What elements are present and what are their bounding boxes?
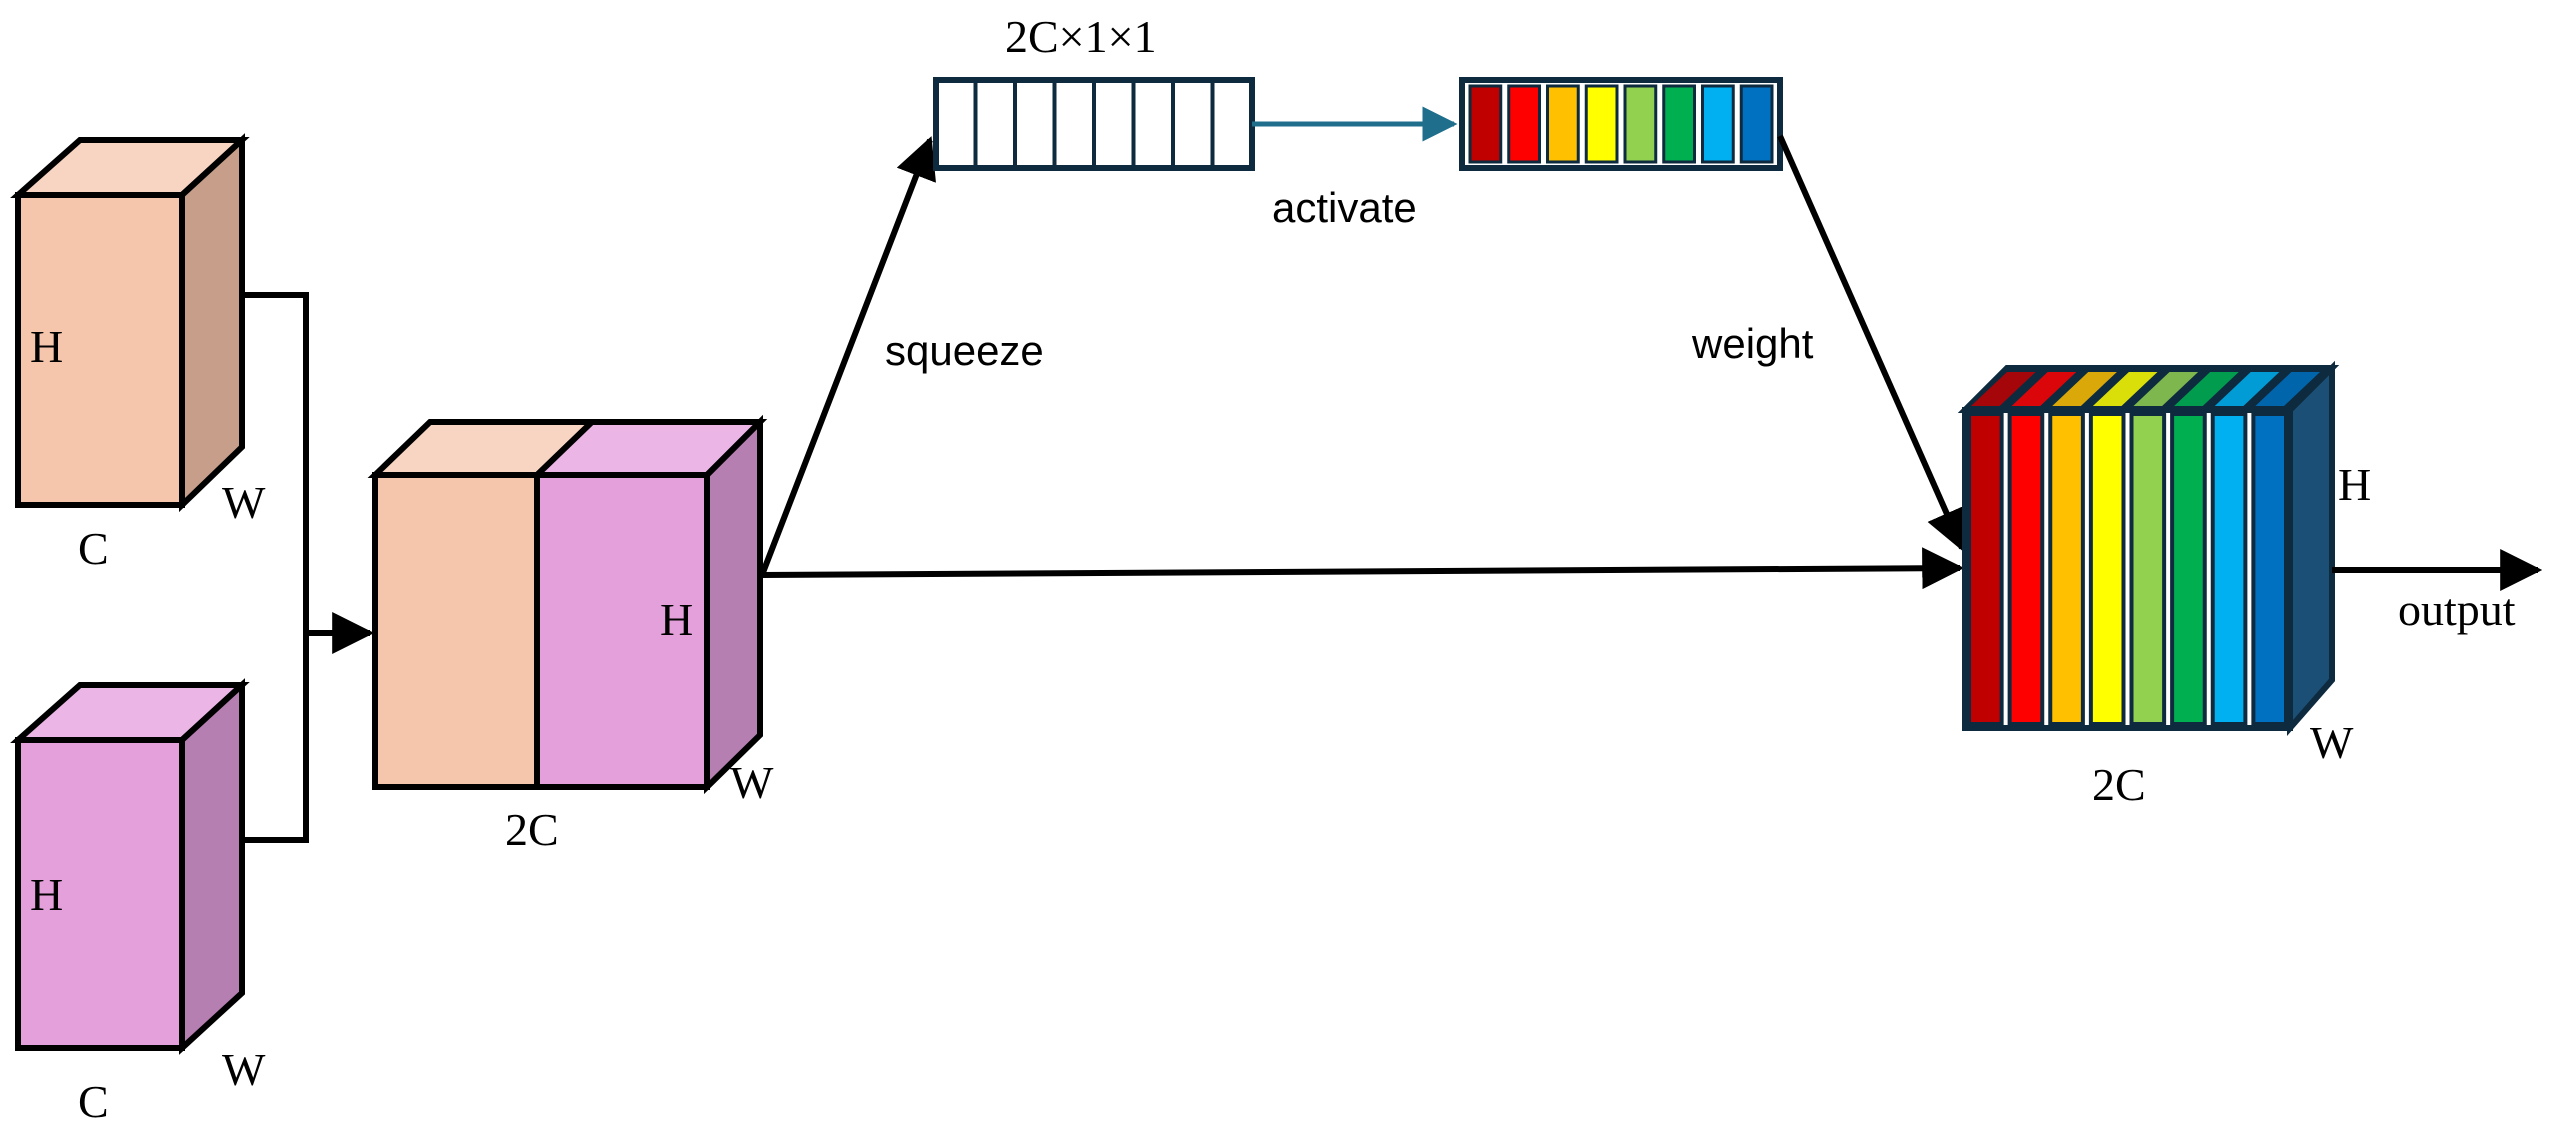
activated-cell — [1701, 84, 1735, 164]
concat-block-c-label: 2C — [505, 804, 559, 855]
output-top-stripe — [1971, 372, 2036, 406]
squeeze-vector-cells — [973, 80, 1215, 168]
output-block-w-label: W — [2310, 717, 2354, 768]
concat-block-front-right — [534, 472, 710, 790]
input-block-2-w-label: W — [222, 1044, 266, 1095]
input-block-2-side — [179, 678, 245, 1055]
output-channel-stripe — [2170, 412, 2207, 726]
output-top-stripe — [2214, 372, 2280, 406]
concat-block-h-label: H — [660, 594, 693, 645]
activated-cell — [1468, 84, 1503, 164]
input-block-1: H W C — [10, 133, 266, 574]
input-block-2-front — [15, 737, 185, 1051]
activated-vector — [1459, 77, 1783, 171]
activated-vector-cells — [1468, 84, 1774, 164]
activated-cell — [1739, 84, 1774, 164]
squeeze-vector: 2C×1×1 — [933, 11, 1255, 171]
activate-label: activate — [1272, 184, 1417, 231]
output-top-stripe — [2011, 372, 2077, 406]
output-block-h-label: H — [2338, 459, 2371, 510]
activated-cell — [1546, 84, 1580, 164]
activated-cell — [1662, 84, 1696, 164]
output-top-stripe — [2133, 372, 2199, 406]
merge-line-top — [242, 292, 309, 630]
activated-cell — [1623, 84, 1658, 164]
concat-block-side — [704, 414, 763, 795]
weight-label: weight — [1691, 320, 1814, 367]
output-block-front — [1967, 412, 2288, 726]
input-block-1-front — [15, 192, 185, 508]
output-channel-stripe — [1967, 412, 2004, 726]
output-label: output — [2398, 584, 2516, 635]
squeeze-vector-label: 2C×1×1 — [1005, 11, 1157, 62]
output-channel-stripe — [2129, 412, 2167, 726]
input-block-2-h-label: H — [30, 869, 63, 920]
output-block-top — [1957, 365, 2340, 413]
merge-connector — [242, 292, 375, 843]
input-block-2: H W C — [10, 678, 266, 1127]
output-top-stripe — [2052, 372, 2117, 406]
output-block: H W 2C — [1957, 360, 2371, 810]
input-block-1-c-label: C — [78, 523, 109, 574]
input-block-2-c-label: C — [78, 1076, 109, 1127]
output-top-stripe — [2092, 372, 2158, 406]
output-block-side — [2287, 360, 2335, 736]
activated-cell — [1507, 84, 1541, 164]
output-block-c-label: 2C — [2092, 759, 2146, 810]
output-channel-stripe — [2251, 412, 2288, 726]
output-channel-stripe — [2088, 412, 2126, 726]
output-top-stripe — [2255, 372, 2320, 406]
concat-block-front-left — [372, 472, 540, 790]
concat-block: H W 2C — [367, 414, 774, 855]
skip-connection-arrow — [761, 547, 1965, 590]
output-top-stripe — [2174, 372, 2239, 406]
output-channel-stripe — [2210, 412, 2248, 726]
concat-block-w-label: W — [730, 757, 774, 808]
weight-arrow — [1777, 134, 1966, 552]
input-block-1-side — [179, 133, 245, 513]
input-block-1-h-label: H — [30, 321, 63, 372]
squeeze-label: squeeze — [885, 327, 1044, 374]
merge-line-bottom — [242, 630, 309, 843]
activated-cell — [1584, 84, 1619, 164]
output-block-outline — [1962, 407, 2293, 731]
output-channel-stripe — [2048, 412, 2085, 726]
input-block-1-w-label: W — [222, 477, 266, 528]
output-channel-stripe — [2007, 412, 2045, 726]
squeeze-arrow — [759, 136, 936, 577]
